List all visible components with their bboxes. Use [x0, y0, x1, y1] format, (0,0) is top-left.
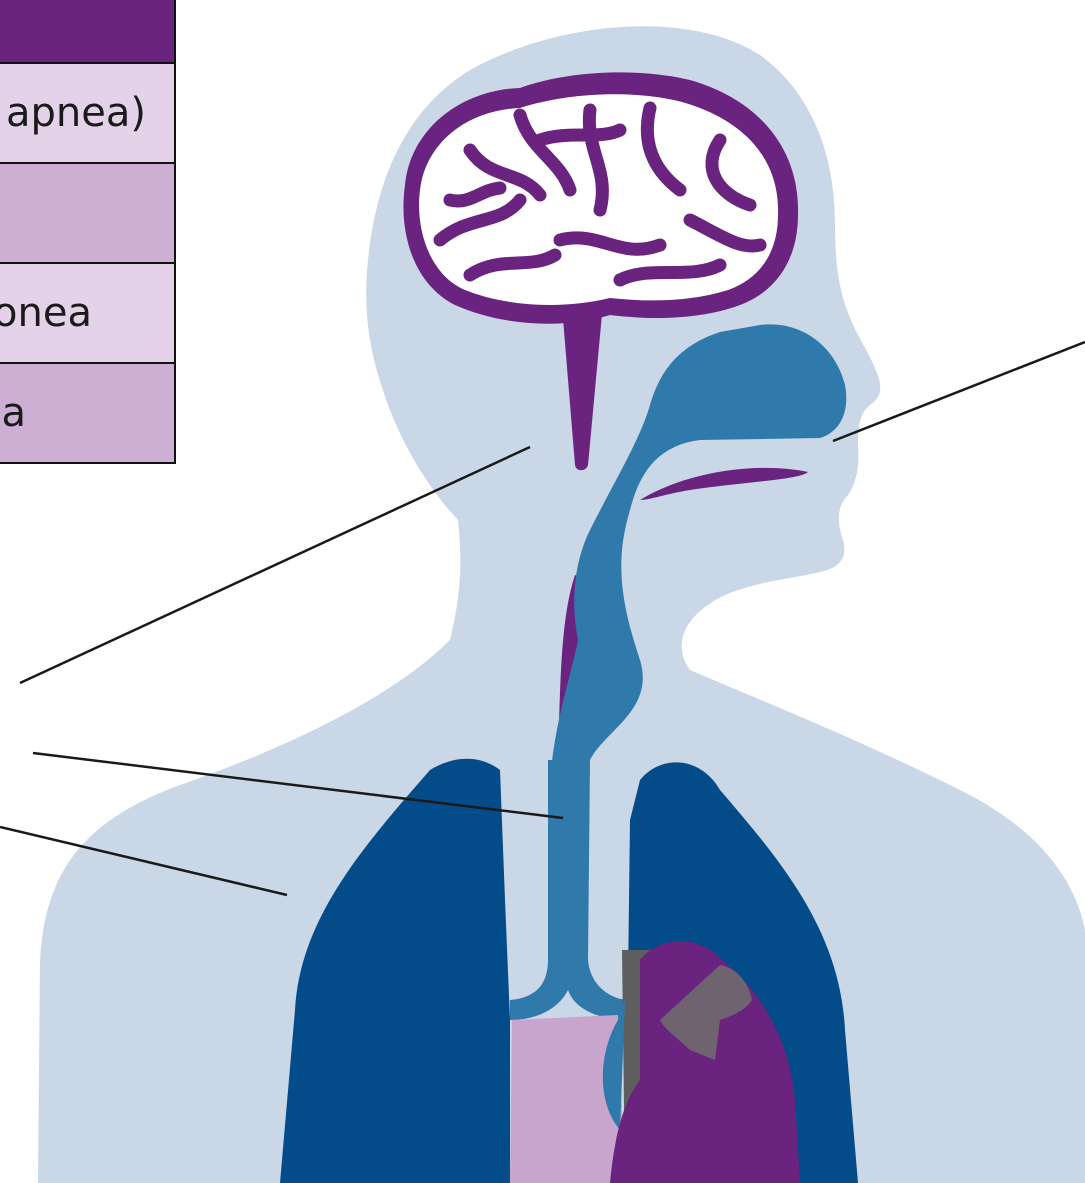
legend-row: apnea)	[0, 62, 174, 162]
legend-row: a	[0, 362, 174, 462]
legend-row-label: apnea)	[6, 90, 174, 136]
legend-row	[0, 162, 174, 262]
legend-table: apnea) onea a	[0, 0, 176, 464]
legend-row: onea	[0, 262, 174, 362]
legend-row-label: a	[1, 390, 174, 436]
legend-header	[0, 0, 174, 62]
legend-row-label: onea	[0, 290, 174, 336]
